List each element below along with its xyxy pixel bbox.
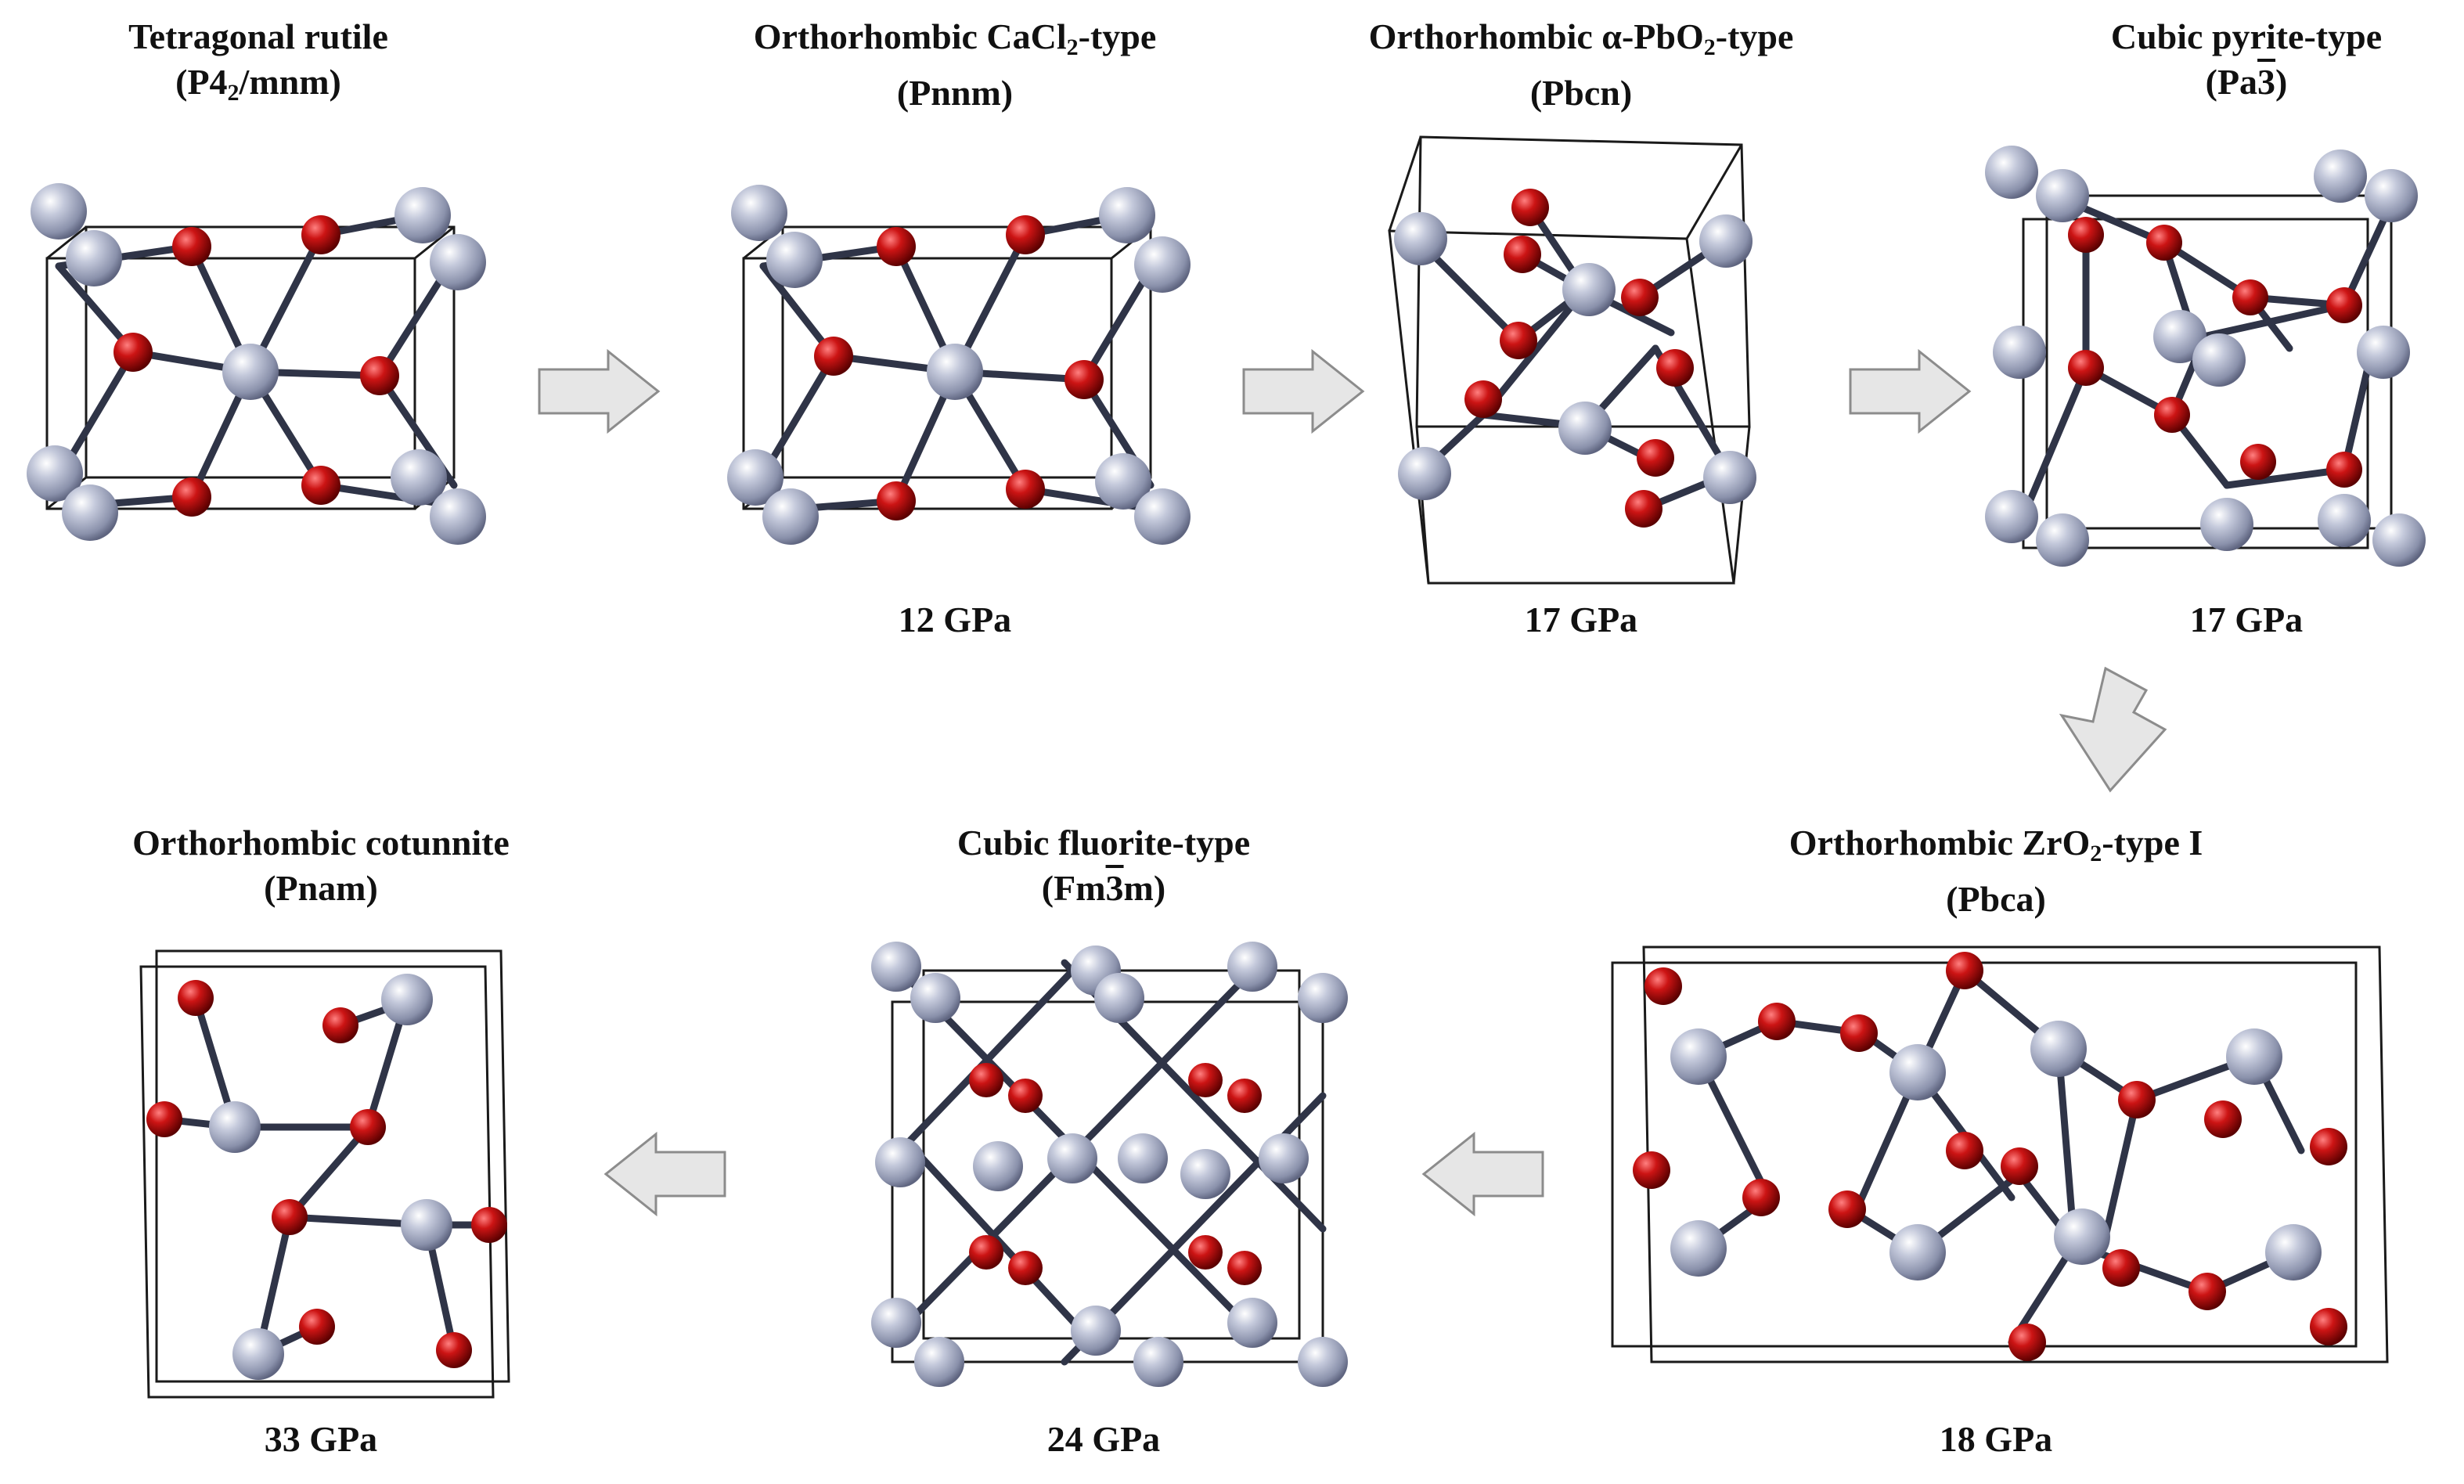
fluorite-structure (871, 942, 1348, 1387)
right-arrow-icon (538, 348, 661, 434)
phase-name: Orthorhombic ZrO2-type I (1789, 823, 2203, 866)
space-group: (Pnam) (264, 868, 378, 908)
metal-atoms (871, 942, 1348, 1387)
pressure-label-fluorite: 24 GPa (1046, 1419, 1161, 1459)
metal-atoms (1985, 146, 2426, 567)
unit-cell (1388, 135, 1751, 585)
phase-title-rutile: Tetragonal rutile (P42/mnm) (70, 14, 446, 116)
unit-cell (139, 949, 510, 1399)
phase-title-cotunnite: Orthorhombic cotunnite (Pnam) (78, 820, 564, 911)
space-group: (Pbca) (1946, 879, 2046, 919)
phase-name: Cubic fluorite-type (956, 823, 1251, 863)
rutile-structure (27, 183, 486, 545)
down-arrow-icon (2059, 666, 2167, 793)
oxygen-atoms (113, 215, 399, 517)
pyrite-structure (1985, 146, 2426, 567)
pressure-label-apbo2: 17 GPa (1524, 600, 1638, 639)
oxygen-atoms (814, 215, 1104, 520)
phase-title-fluorite: Cubic fluorite-type (Fm3m) (900, 820, 1307, 911)
phase-name: Orthorhombic CaCl2-type (753, 16, 1157, 60)
left-arrow-icon (603, 1131, 726, 1217)
pressure-label-cacl2: 12 GPa (898, 600, 1012, 639)
space-group: (Fm3m) (1041, 868, 1166, 908)
pressure-label-zro2: 18 GPa (1939, 1419, 2053, 1459)
space-group: (Pbcn) (1529, 73, 1633, 113)
right-arrow-icon (1849, 348, 1972, 434)
phase-name: Cubic pyrite-type (2110, 16, 2383, 56)
metal-atoms (1394, 212, 1756, 504)
pressure-label-cotunnite: 33 GPa (264, 1419, 378, 1459)
phase-name: Tetragonal rutile (128, 16, 388, 56)
oxygen-atoms (1633, 952, 2347, 1361)
oxygen-atoms (146, 980, 507, 1368)
phase-title-cacl2: Orthorhombic CaCl2-type (Pnnm) (704, 14, 1205, 116)
metal-atoms (27, 183, 486, 545)
phase-title-apbo2: Orthorhombic α-PbO2-type (Pbcn) (1323, 14, 1839, 116)
pressure-label-pyrite: 17 GPa (2189, 600, 2304, 639)
cacl2-structure (727, 185, 1191, 545)
oxygen-atoms (969, 1063, 1262, 1285)
metal-atoms (209, 974, 452, 1380)
left-arrow-icon (1421, 1131, 1544, 1217)
zro2-structure (1611, 946, 2389, 1363)
phase-title-zro2: Orthorhombic ZrO2-type I (Pbca) (1722, 820, 2270, 922)
oxygen-atoms (2068, 217, 2362, 488)
bonds (160, 994, 493, 1358)
apbo2-structure (1388, 135, 1756, 585)
oxygen-atoms (1464, 189, 1694, 528)
space-group: (Pa3) (2205, 62, 2288, 102)
cotunnite-structure (139, 949, 510, 1399)
metal-atoms (1670, 1021, 2322, 1280)
right-arrow-icon (1242, 348, 1365, 434)
space-group: (Pnnm) (896, 73, 1014, 113)
unit-cell (1611, 946, 2389, 1363)
space-group: (P42/mnm) (175, 62, 341, 106)
metal-atoms (727, 185, 1191, 545)
phase-name: Orthorhombic α-PbO2-type (1368, 16, 1794, 60)
phase-name: Orthorhombic cotunnite (132, 823, 510, 863)
phase-title-pyrite: Cubic pyrite-type (Pa3) (2051, 14, 2442, 105)
